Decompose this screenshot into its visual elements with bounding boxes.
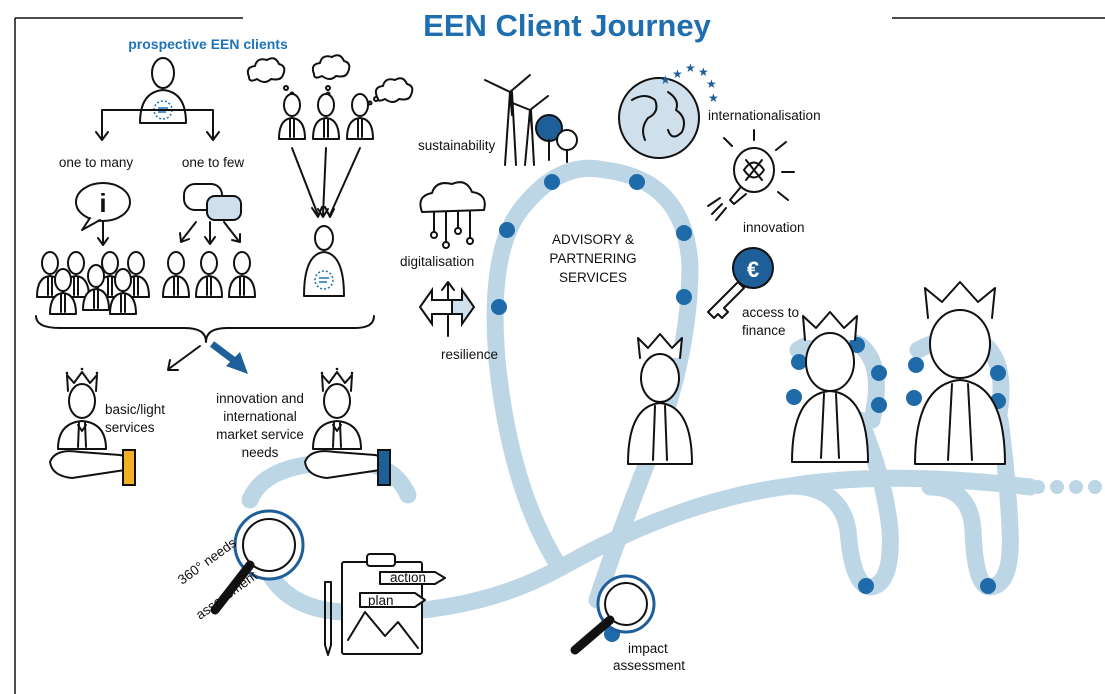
innovation-service-card xyxy=(377,449,391,486)
een-client-icon xyxy=(303,225,345,297)
road-dot xyxy=(786,389,802,405)
impact-label-1: impact xyxy=(628,641,668,656)
road-dot xyxy=(676,225,692,241)
road-dot xyxy=(491,299,507,315)
action-flag xyxy=(379,571,446,585)
split-arrow-heads xyxy=(95,131,220,141)
access-finance-label-1: access to xyxy=(742,305,799,320)
svg-text:★: ★ xyxy=(660,73,671,87)
road-dot xyxy=(499,222,515,238)
services-label: services xyxy=(105,420,155,435)
svg-text:€: € xyxy=(747,257,759,282)
growing-client-large xyxy=(914,281,1006,465)
innovation-client-figure xyxy=(304,366,391,486)
cloud-network-icon xyxy=(419,181,486,249)
road-dot xyxy=(906,390,922,406)
euro-key-icon: € xyxy=(707,247,774,319)
one-to-few-label: one to few xyxy=(182,155,245,170)
plan-label: plan xyxy=(368,593,394,608)
basic-service-card xyxy=(122,449,136,486)
audience-group-few xyxy=(162,251,256,298)
road-dot xyxy=(629,174,645,190)
innovation-needs-label-2: international xyxy=(223,409,297,424)
action-plan-clipboard xyxy=(324,553,446,656)
basic-client-figure xyxy=(49,366,136,486)
page-title: EEN Client Journey xyxy=(423,8,711,43)
trail-dot xyxy=(1069,480,1083,494)
road-dot xyxy=(871,365,887,381)
prospective-clients-label: prospective EEN clients xyxy=(128,36,288,52)
road-dot xyxy=(908,357,924,373)
svg-text:★: ★ xyxy=(706,77,717,91)
advisory-label-2: PARTNERING xyxy=(549,251,636,266)
few-arrows xyxy=(179,221,241,245)
converge-arrows xyxy=(291,147,361,218)
trail-dot xyxy=(1031,480,1045,494)
chat-bubbles-icon xyxy=(183,183,242,221)
innovation-needs-label-4: needs xyxy=(242,445,279,460)
magnifier-needs-icon xyxy=(210,509,305,615)
road-dot xyxy=(871,397,887,413)
innovation-needs-label-3: market service xyxy=(216,427,304,442)
one-to-many-label: one to many xyxy=(59,155,134,170)
access-finance-label-2: finance xyxy=(742,323,786,338)
info-glyph: i xyxy=(99,188,106,218)
innovation-needs-label-1: innovation and xyxy=(216,391,304,406)
direction-arrows-icon xyxy=(418,281,476,337)
split-arrow-lines xyxy=(101,109,214,139)
arrow-to-innovation-head xyxy=(226,352,248,374)
innovation-label: innovation xyxy=(743,220,805,235)
needs-label-1: 360° needs xyxy=(175,535,239,588)
impact-label-2: assessment xyxy=(613,658,685,673)
info-arrow xyxy=(97,221,109,246)
info-bubble-icon: i xyxy=(75,182,131,231)
road-dot xyxy=(990,365,1006,381)
arrow-to-innovation xyxy=(209,341,239,365)
svg-text:★: ★ xyxy=(698,65,709,79)
resilience-label: resilience xyxy=(441,347,498,362)
audience-group-many xyxy=(36,251,150,315)
plan-flag xyxy=(359,592,426,608)
trail-dot xyxy=(1050,480,1064,494)
sustainability-label: sustainability xyxy=(418,138,496,153)
advisory-label-1: ADVISORY & xyxy=(552,232,634,247)
basic-light-label: basic/light xyxy=(105,402,165,417)
road-dot xyxy=(849,337,865,353)
magnifier-impact-icon xyxy=(570,574,656,655)
svg-text:★: ★ xyxy=(685,61,696,75)
arrow-to-basic xyxy=(167,345,201,371)
road-dot xyxy=(791,354,807,370)
needs-label-2: assessment xyxy=(193,568,260,623)
lightbulb-icon xyxy=(707,129,795,221)
advisory-label-3: SERVICES xyxy=(559,270,627,285)
group-brace xyxy=(35,315,375,343)
trail-dot xyxy=(1088,480,1102,494)
road-dot xyxy=(544,174,560,190)
growing-client-medium xyxy=(791,311,869,463)
wind-turbines-icon xyxy=(484,74,578,166)
thinking-clients-icon xyxy=(246,54,414,140)
prospective-client-icon xyxy=(139,57,187,124)
road-dot xyxy=(676,289,692,305)
svg-text:★: ★ xyxy=(672,67,683,81)
road-dot xyxy=(980,578,996,594)
road-dot xyxy=(858,578,874,594)
digitalisation-label: digitalisation xyxy=(400,254,474,269)
growing-client-small xyxy=(627,333,693,465)
svg-text:★: ★ xyxy=(708,91,719,105)
eu-stars: ★★★ ★★★ xyxy=(660,61,719,105)
globe-icon: ★★★ ★★★ xyxy=(618,61,719,159)
internationalisation-label: internationalisation xyxy=(708,108,821,123)
action-label: action xyxy=(390,570,426,585)
